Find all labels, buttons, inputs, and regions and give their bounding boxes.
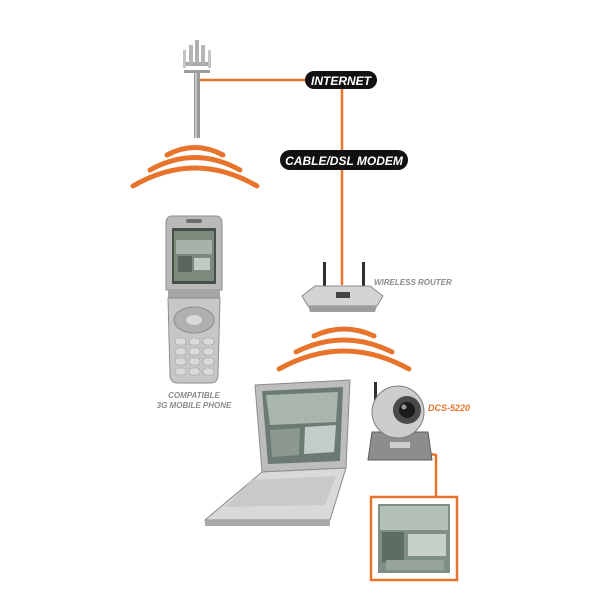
video-monitor-icon — [369, 495, 459, 582]
phone-caption-line2: 3G MOBILE PHONE — [157, 401, 232, 410]
tower-to-internet-line — [195, 78, 310, 82]
mobile-phone-icon — [165, 215, 223, 384]
cell-tower-icon — [183, 40, 211, 138]
modem-pill: CABLE/DSL MODEM — [280, 150, 408, 170]
camera-label: DCS-5220 — [428, 403, 470, 413]
laptop-icon — [203, 379, 351, 526]
internet-pill: INTERNET — [305, 71, 377, 89]
ip-camera-icon — [367, 382, 433, 461]
modem-label: CABLE/DSL MODEM — [285, 154, 404, 168]
router-caption: WIRELESS ROUTER — [374, 278, 452, 287]
router-icon — [301, 262, 384, 312]
router-signal-arcs — [276, 326, 412, 372]
tower-signal-arcs — [130, 145, 260, 189]
internet-label: INTERNET — [311, 74, 373, 88]
phone-caption-line1: COMPATIBLE — [168, 391, 220, 400]
